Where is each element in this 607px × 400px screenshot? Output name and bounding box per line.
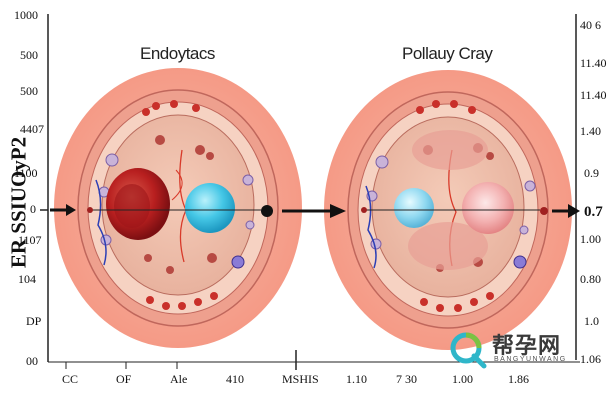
left-tick: 00 [26, 354, 38, 368]
right-tick: 11.40 [580, 88, 607, 102]
bottom-tick: 410 [226, 372, 244, 386]
bottom-tick: Ale [170, 372, 188, 386]
watermark-chinese: 帮孕网 [492, 333, 562, 358]
bottom-tick: 7 30 [396, 372, 417, 386]
right-cell-pink-nucleus [462, 182, 514, 234]
left-cell-title: Endoytacs [140, 44, 215, 63]
left-tick: 1100 [14, 166, 38, 180]
left-tick: DP [26, 314, 42, 328]
left-cell-vessel [95, 179, 107, 266]
left-tick: 1000 [14, 8, 38, 22]
watermark: 帮孕网 BANGYUNWANG [448, 328, 584, 372]
transition-arrow [282, 204, 346, 218]
watermark-latin: BANGYUNWANG [494, 356, 567, 363]
right-tick: 1.40 [580, 124, 601, 138]
arrows [50, 204, 580, 218]
right-tick: 0.9 [584, 166, 599, 180]
left-cell-endpoint-dot [261, 205, 273, 217]
left-cell-vesicles [98, 100, 255, 310]
right-tick: 0.80 [580, 272, 601, 286]
entry-arrow [50, 204, 76, 216]
watermark-logo-icon [450, 332, 487, 369]
left-tick: 1107 [18, 233, 42, 247]
left-cell-cyan-nucleus [185, 183, 235, 233]
right-cell [324, 70, 572, 350]
left-cell-cytoplasm [101, 114, 255, 296]
bottom-tick: 1.10 [346, 372, 367, 386]
bottom-tick: OF [116, 372, 132, 386]
bottom-tick: 1.00 [452, 372, 473, 386]
left-tick: 500 [20, 84, 38, 98]
right-tick: 1.06 [580, 352, 601, 366]
right-cell-vessel [365, 185, 377, 269]
axis-frame [40, 14, 580, 370]
bottom-tick: MSHIS [282, 372, 319, 386]
right-tick: 1.00 [580, 232, 601, 246]
right-tick: 1.0 [584, 314, 599, 328]
right-tick: 11.40 [580, 56, 607, 70]
exit-arrow [552, 204, 580, 218]
left-tick: 500 [20, 48, 38, 62]
left-tick: 0 [30, 202, 36, 216]
right-cell-title: Pollauy Cray [402, 44, 493, 63]
left-tick: 4407 [20, 122, 44, 136]
left-axis-label: ER SSIUOyP2 [6, 136, 31, 269]
left-tick: 104 [18, 272, 36, 286]
bottom-tick: 1.86 [508, 372, 529, 386]
bottom-tick: CC [62, 372, 79, 386]
right-cell-cyan-nucleus [394, 188, 434, 228]
right-tick: 0.7 [584, 204, 603, 220]
left-cell [54, 68, 302, 348]
right-tick: 40 6 [580, 18, 601, 32]
